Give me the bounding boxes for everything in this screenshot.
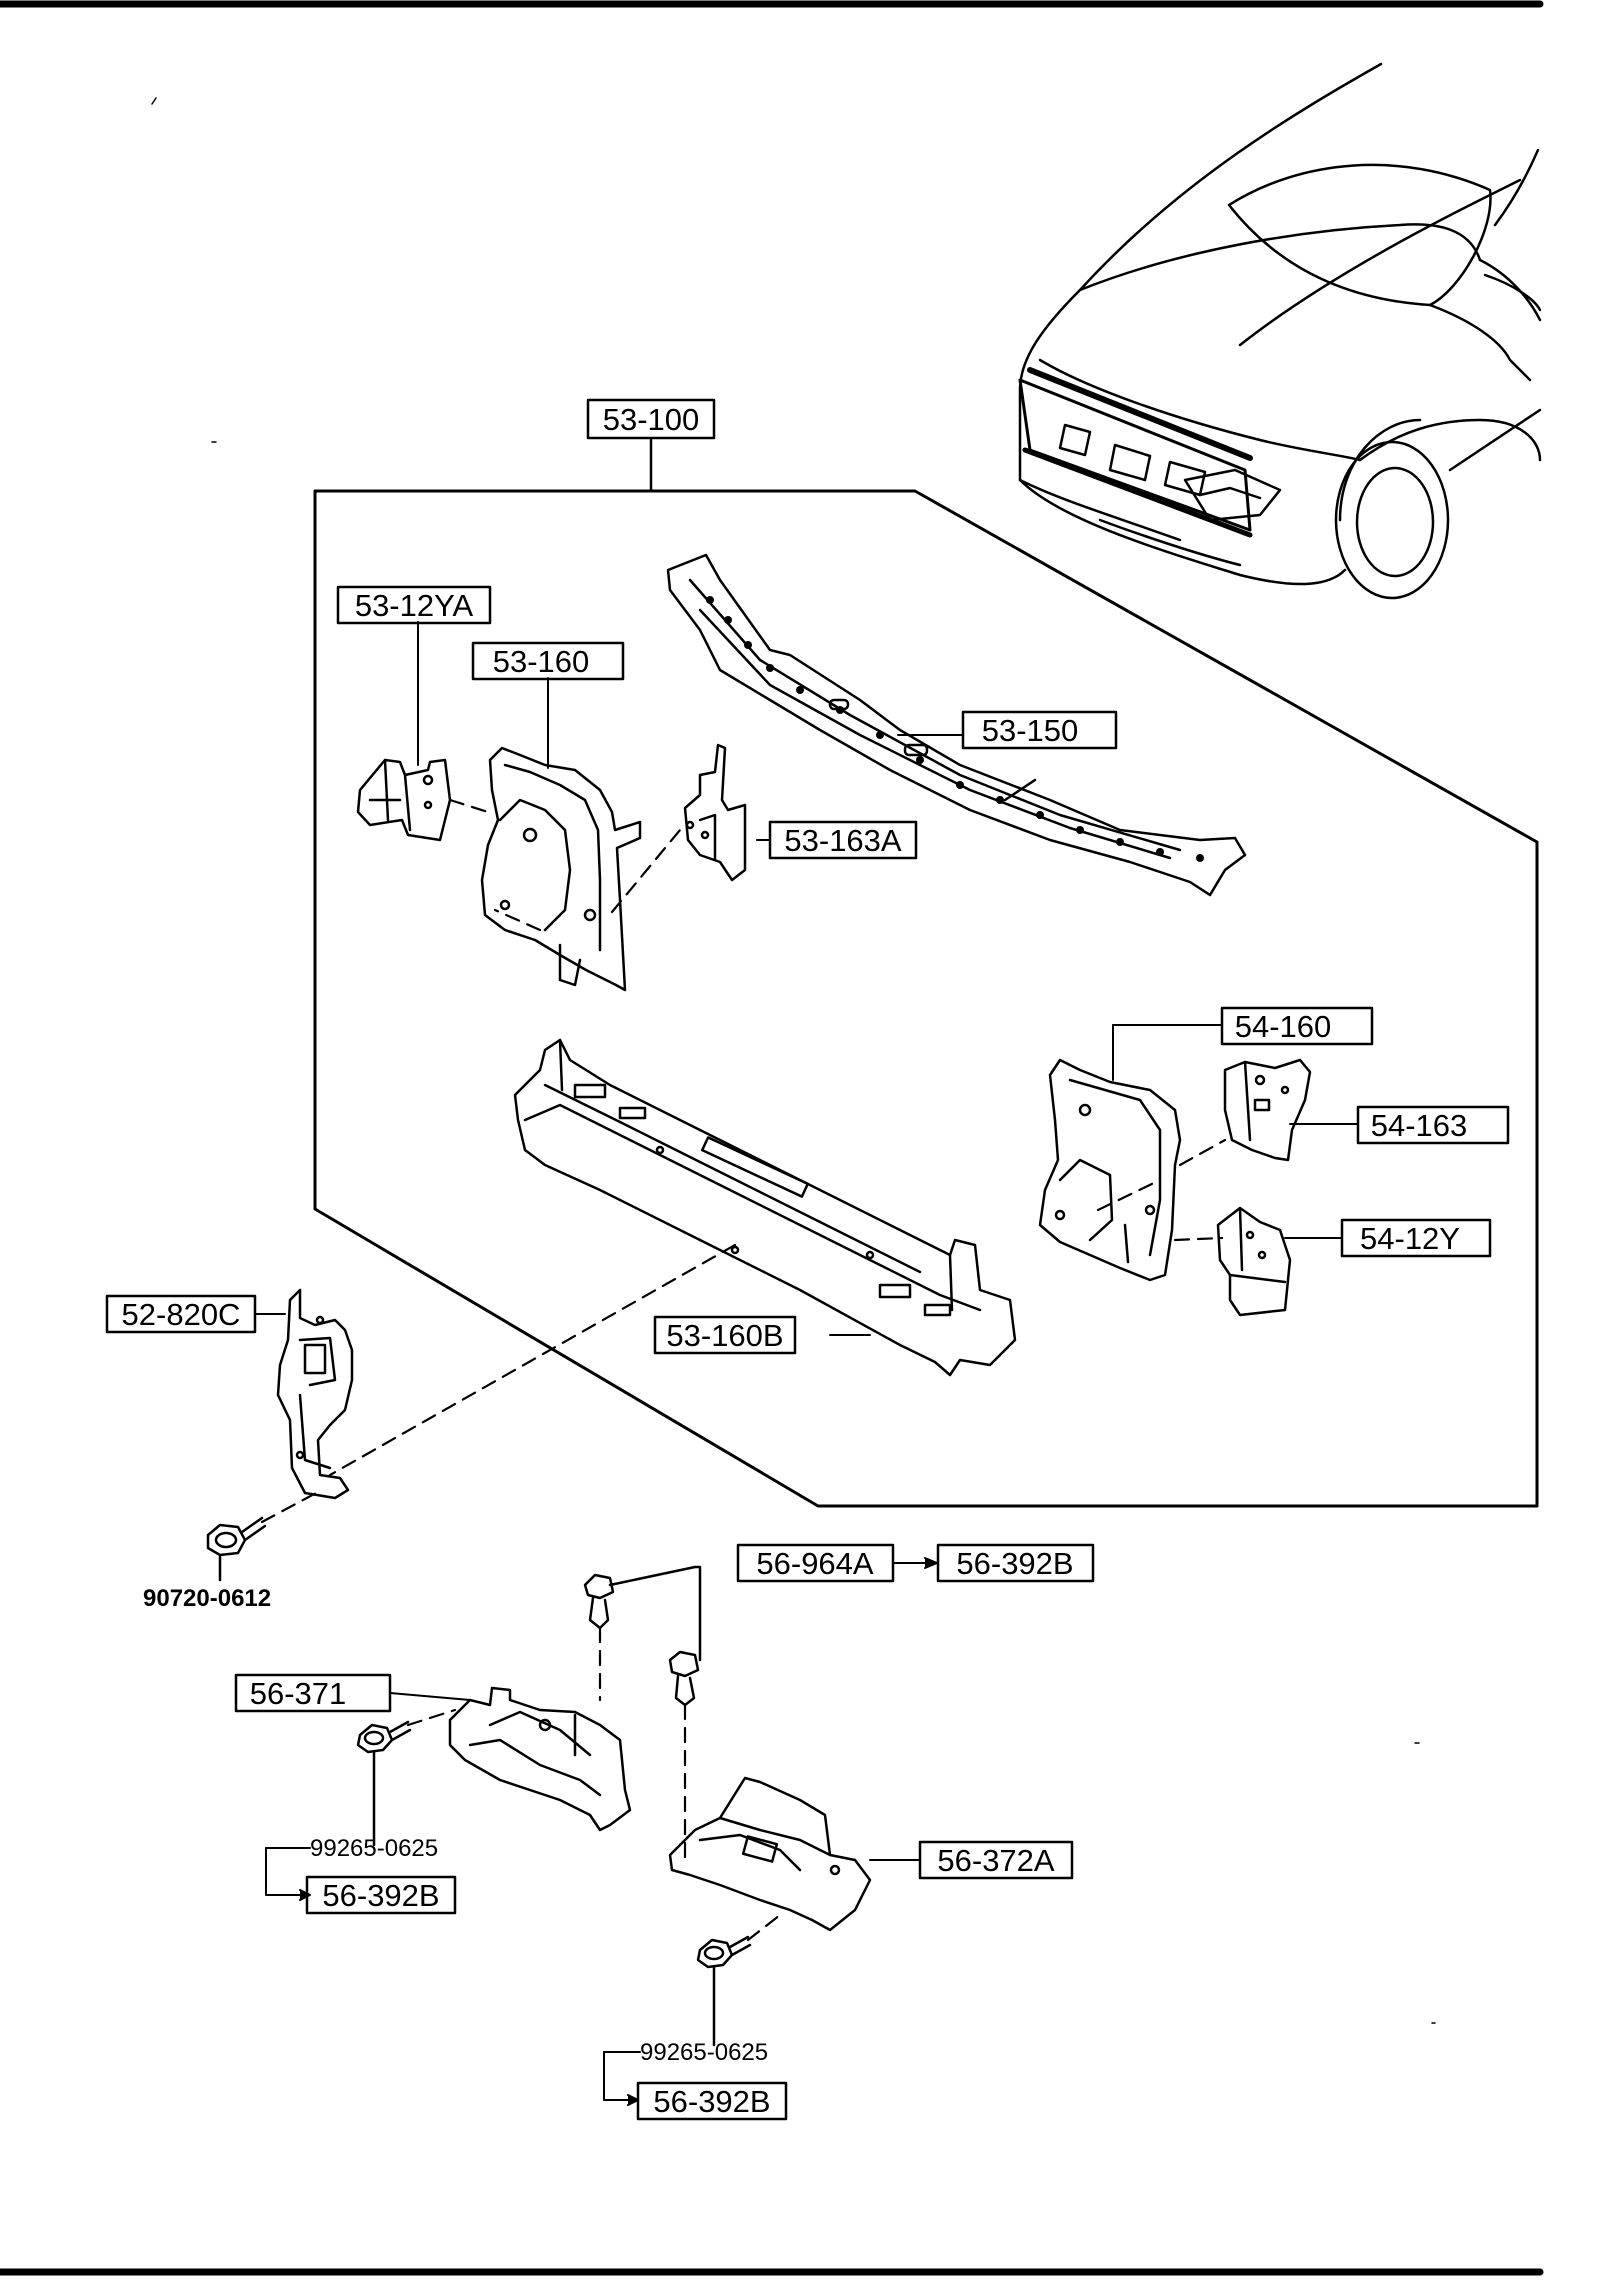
label-53-163a: 53-163A	[784, 823, 902, 858]
callout-ref-left: 56-392B	[305, 1875, 457, 1915]
callout-clip: 56-964A	[736, 1543, 895, 1583]
part-lower-member	[513, 1038, 1017, 1377]
label-53-160: 53-160	[493, 644, 590, 679]
callout-under-cover-right: 56-372A	[918, 1840, 1074, 1880]
callout-bracket-left-upper: 53-12YA	[336, 585, 492, 625]
callout-lower-member: 53-160B	[653, 1315, 797, 1355]
stray-marks	[151, 97, 1436, 2024]
part-bracket-right-lower	[1216, 1206, 1292, 1317]
part-upper-member	[666, 553, 1247, 897]
clip-left	[583, 1565, 697, 1630]
screw-left	[356, 1720, 412, 1847]
label-56-392b-bottom: 56-392B	[653, 2084, 770, 2119]
part-under-cover-right	[668, 1776, 872, 1932]
callout-under-cover-left: 56-371	[234, 1673, 392, 1713]
alignment-dashes	[260, 798, 1227, 1942]
part-bracket-left-upper	[356, 758, 452, 842]
part-shroud-left	[480, 746, 642, 992]
label-53-100: 53-100	[603, 402, 700, 437]
clip-right	[668, 1565, 702, 1707]
label-90720-0612: 90720-0612	[143, 1585, 271, 1612]
label-53-12ya: 53-12YA	[355, 588, 474, 623]
part-bracket-right-inner	[1223, 1058, 1312, 1162]
part-under-cover-left	[448, 1686, 632, 1832]
part-side-bracket	[276, 1288, 354, 1500]
callout-assembly: 53-100	[586, 398, 716, 440]
label-53-150: 53-150	[982, 713, 1079, 748]
part-bracket-left-inner	[683, 743, 747, 882]
vehicle-illustration	[1018, 62, 1542, 600]
label-54-12y: 54-12Y	[1360, 1221, 1460, 1256]
label-56-372a: 56-372A	[937, 1843, 1055, 1878]
label-56-392b-top: 56-392B	[956, 1546, 1073, 1581]
label-56-371: 56-371	[250, 1676, 347, 1711]
assembly-boundary	[313, 489, 1539, 1508]
callout-ref-bottom: 56-392B	[636, 2081, 788, 2121]
callout-clip-ref: 56-392B	[936, 1543, 1095, 1583]
screw-bottom	[696, 1935, 752, 2047]
callout-bracket-left-inner: 53-163A	[768, 820, 918, 860]
label-99265-0625-bottom: 99265-0625	[640, 2039, 768, 2066]
bolt-main	[206, 1516, 267, 1582]
callout-shroud-right: 54-160	[1220, 1006, 1374, 1046]
label-56-392b-left: 56-392B	[322, 1878, 439, 1913]
callout-shroud-left: 53-160	[471, 641, 625, 681]
callout-upper-member: 53-150	[961, 710, 1118, 750]
leader-lines	[254, 621, 1359, 2106]
callout-bracket-right-inner: 54-163	[1356, 1105, 1510, 1145]
label-54-160: 54-160	[1235, 1009, 1332, 1044]
label-56-964a: 56-964A	[756, 1546, 874, 1581]
callout-side-bracket: 52-820C	[105, 1294, 257, 1334]
label-99265-0625-left: 99265-0625	[310, 1835, 438, 1862]
label-53-160b: 53-160B	[666, 1318, 783, 1353]
label-54-163: 54-163	[1371, 1108, 1468, 1143]
label-52-820c: 52-820C	[122, 1297, 241, 1332]
callout-bracket-right-lower: 54-12Y	[1340, 1218, 1492, 1258]
part-shroud-right	[1038, 1058, 1182, 1282]
